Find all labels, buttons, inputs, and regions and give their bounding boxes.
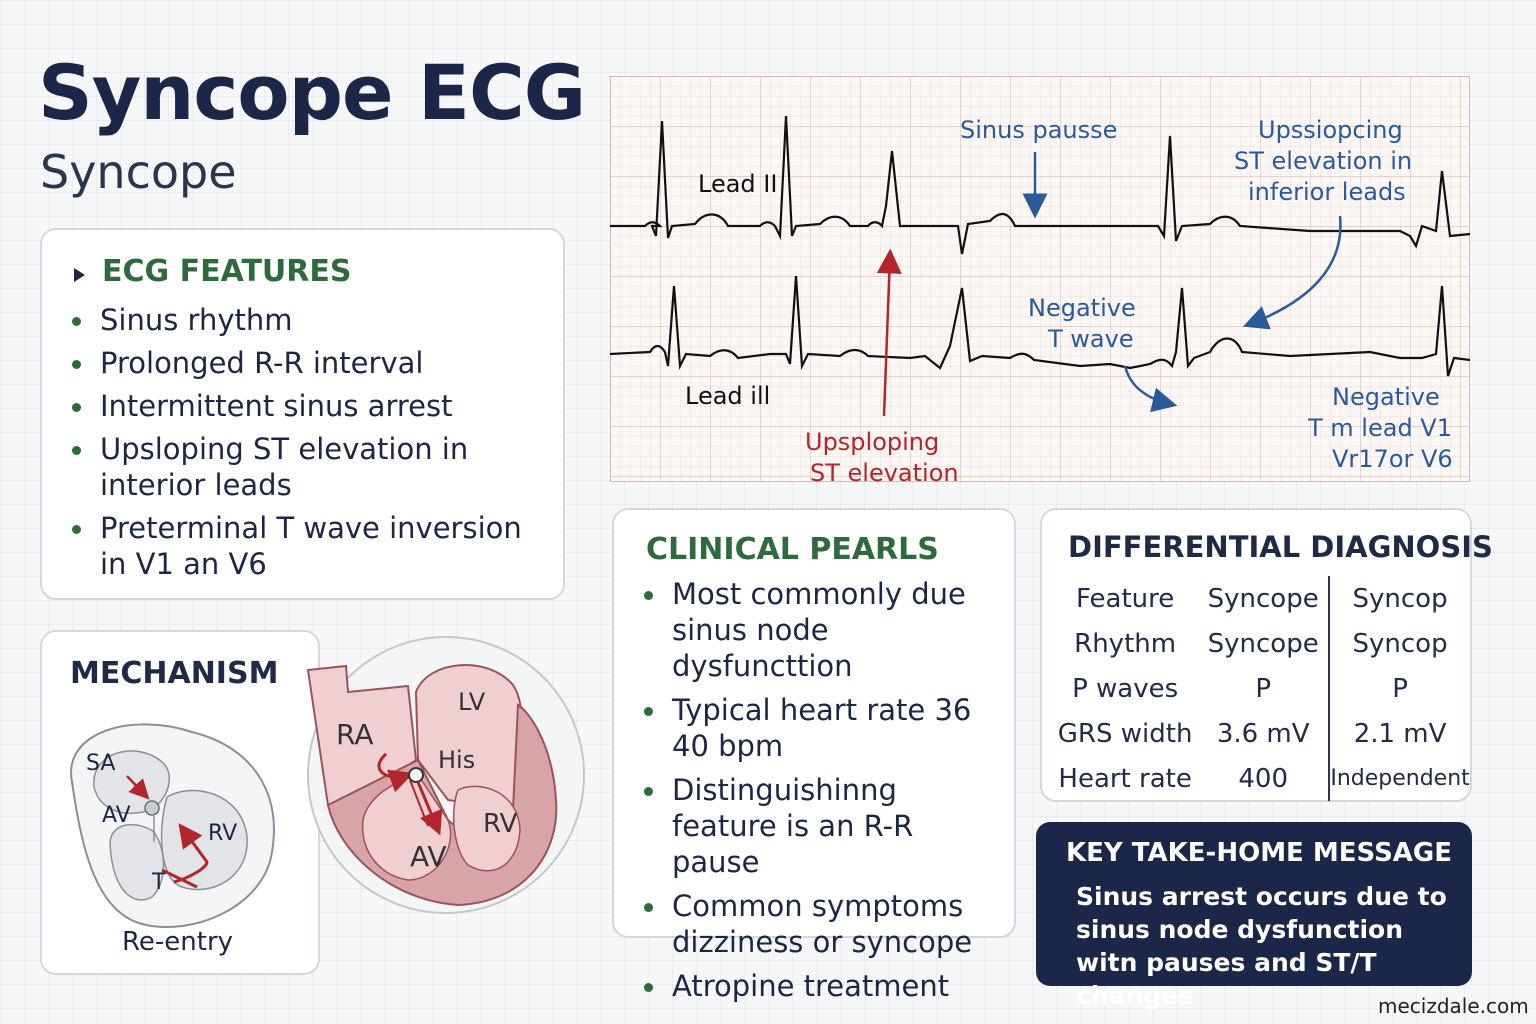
ecg-features-card: ECG FEATURES Sinus rhythm Prolonged R-R … <box>40 228 565 600</box>
list-item: Typical heart rate 36 40 bpm <box>642 692 1002 764</box>
clinical-pearls-heading: CLINICAL PEARLS <box>646 532 939 567</box>
table-row: P waves P P <box>1052 666 1470 711</box>
table-cell: 400 <box>1238 763 1288 794</box>
t-label: T <box>151 870 166 895</box>
clinical-pearls-card: CLINICAL PEARLS Most commonly due sinus … <box>612 508 1016 1003</box>
table-cell: P <box>1255 673 1272 704</box>
table-cell: P waves <box>1072 673 1179 704</box>
differential-heading: DIFFERENTIAL DIAGNOSIS <box>1068 530 1493 564</box>
table-row: Heart rate 400 Independent <box>1052 756 1470 801</box>
list-item: Sinus rhythm <box>70 302 540 338</box>
sinus-pause-label: Sinus pausse <box>960 116 1117 144</box>
page-subtitle: Syncope <box>40 145 237 199</box>
heart-illustration: RA LV His RV AV <box>306 636 585 914</box>
play-icon <box>74 268 85 282</box>
heart-av-label: AV <box>410 840 447 873</box>
table-cell: Syncope <box>1207 583 1319 614</box>
table-row: Rhythm Syncope Syncop <box>1052 621 1470 666</box>
negative-t-line-2: T wave <box>1047 325 1134 353</box>
ecg-features-list: Sinus rhythm Prolonged R-R interval Inte… <box>70 302 540 589</box>
negative-t-v1-line-1: Negative <box>1332 383 1440 411</box>
table-cell: Independent <box>1328 756 1470 801</box>
upsloping-blue-line-3: inferior leads <box>1248 178 1406 206</box>
table-row: Feature Syncope Syncop <box>1052 576 1470 621</box>
key-message-body: Sinus arrest occurs due to sinus node dy… <box>1076 882 1447 1010</box>
upsloping-blue-line-1: Upssiopcing <box>1258 116 1403 144</box>
table-cell: Heart rate <box>1058 763 1192 794</box>
list-item: Atropine treatment <box>642 968 1002 1004</box>
table-cell: Syncope <box>1207 628 1319 659</box>
lead-iii-label: Lead ill <box>685 382 770 410</box>
table-cell: Feature <box>1075 583 1175 614</box>
site-footer: mecizdale.com <box>1378 994 1529 1018</box>
ecg-strip: Lead II Lead ill Sinus pausse Upssiopcin… <box>610 76 1470 482</box>
negative-t-line-1: Negative <box>1028 294 1136 322</box>
list-item: Most commonly due sinus node dysfuncttio… <box>642 576 1002 684</box>
differential-table: Feature Syncope Syncop Rhythm Syncope Sy… <box>1052 576 1470 801</box>
key-message-card: KEY TAKE-HOME MESSAGE Sinus arrest occur… <box>1036 822 1472 1010</box>
upsloping-red-line-1: Upsploping <box>805 428 939 456</box>
list-item: Distinguishinng feature is an R-R pause <box>642 772 1002 880</box>
differential-diagnosis-card: DIFFERENTIAL DIAGNOSIS Feature Syncope S… <box>1040 508 1493 802</box>
list-item: Common symptoms dizziness or syncope <box>642 888 1002 960</box>
heart-his-label: His <box>438 746 475 774</box>
list-item: Preterminal T wave inversion in V1 an V6 <box>70 510 540 582</box>
table-cell: Syncop <box>1328 576 1470 621</box>
upsloping-blue-line-2: ST elevation in <box>1234 147 1412 175</box>
table-cell: 3.6 mV <box>1216 718 1310 749</box>
upsloping-red-line-2: ST elevation <box>810 459 959 482</box>
list-item: Upsloping ST elevation in interior leads <box>70 431 540 503</box>
table-cell: 2.1 mV <box>1328 711 1470 756</box>
page-title: Syncope ECG <box>38 48 586 137</box>
heart-ra-label: RA <box>336 718 373 751</box>
table-row: GRS width 3.6 mV 2.1 mV <box>1052 711 1470 756</box>
negative-t-v1-line-3: Vr17or V6 <box>1332 445 1453 473</box>
reentry-caption: Re-entry <box>122 927 233 957</box>
rv-label: RV <box>208 821 237 846</box>
table-cell: Rhythm <box>1074 628 1177 659</box>
table-cell: Syncop <box>1328 621 1470 666</box>
negative-t-v1-line-2: T m lead V1 <box>1307 414 1452 442</box>
reentry-diagram: SA AV RV T Re-entry <box>70 723 275 957</box>
mechanism-card: MECHANISM SA AV RV T Re-entry <box>40 630 320 975</box>
list-item: Intermittent sinus arrest <box>70 388 540 424</box>
ecg-features-heading: ECG FEATURES <box>102 254 352 289</box>
sa-label: SA <box>86 751 115 776</box>
table-cell: P <box>1328 666 1470 711</box>
clinical-pearls-list: Most commonly due sinus node dysfuncttio… <box>642 576 1002 1012</box>
list-item: Prolonged R-R interval <box>70 345 540 381</box>
key-message-heading: KEY TAKE-HOME MESSAGE <box>1066 838 1453 868</box>
mechanism-heading: MECHANISM <box>70 656 279 691</box>
av-label: AV <box>102 803 131 828</box>
heart-rv-label: RV <box>483 809 518 839</box>
lead-ii-label: Lead II <box>698 170 777 198</box>
heart-lv-label: LV <box>458 688 486 716</box>
table-cell: GRS width <box>1057 718 1193 749</box>
